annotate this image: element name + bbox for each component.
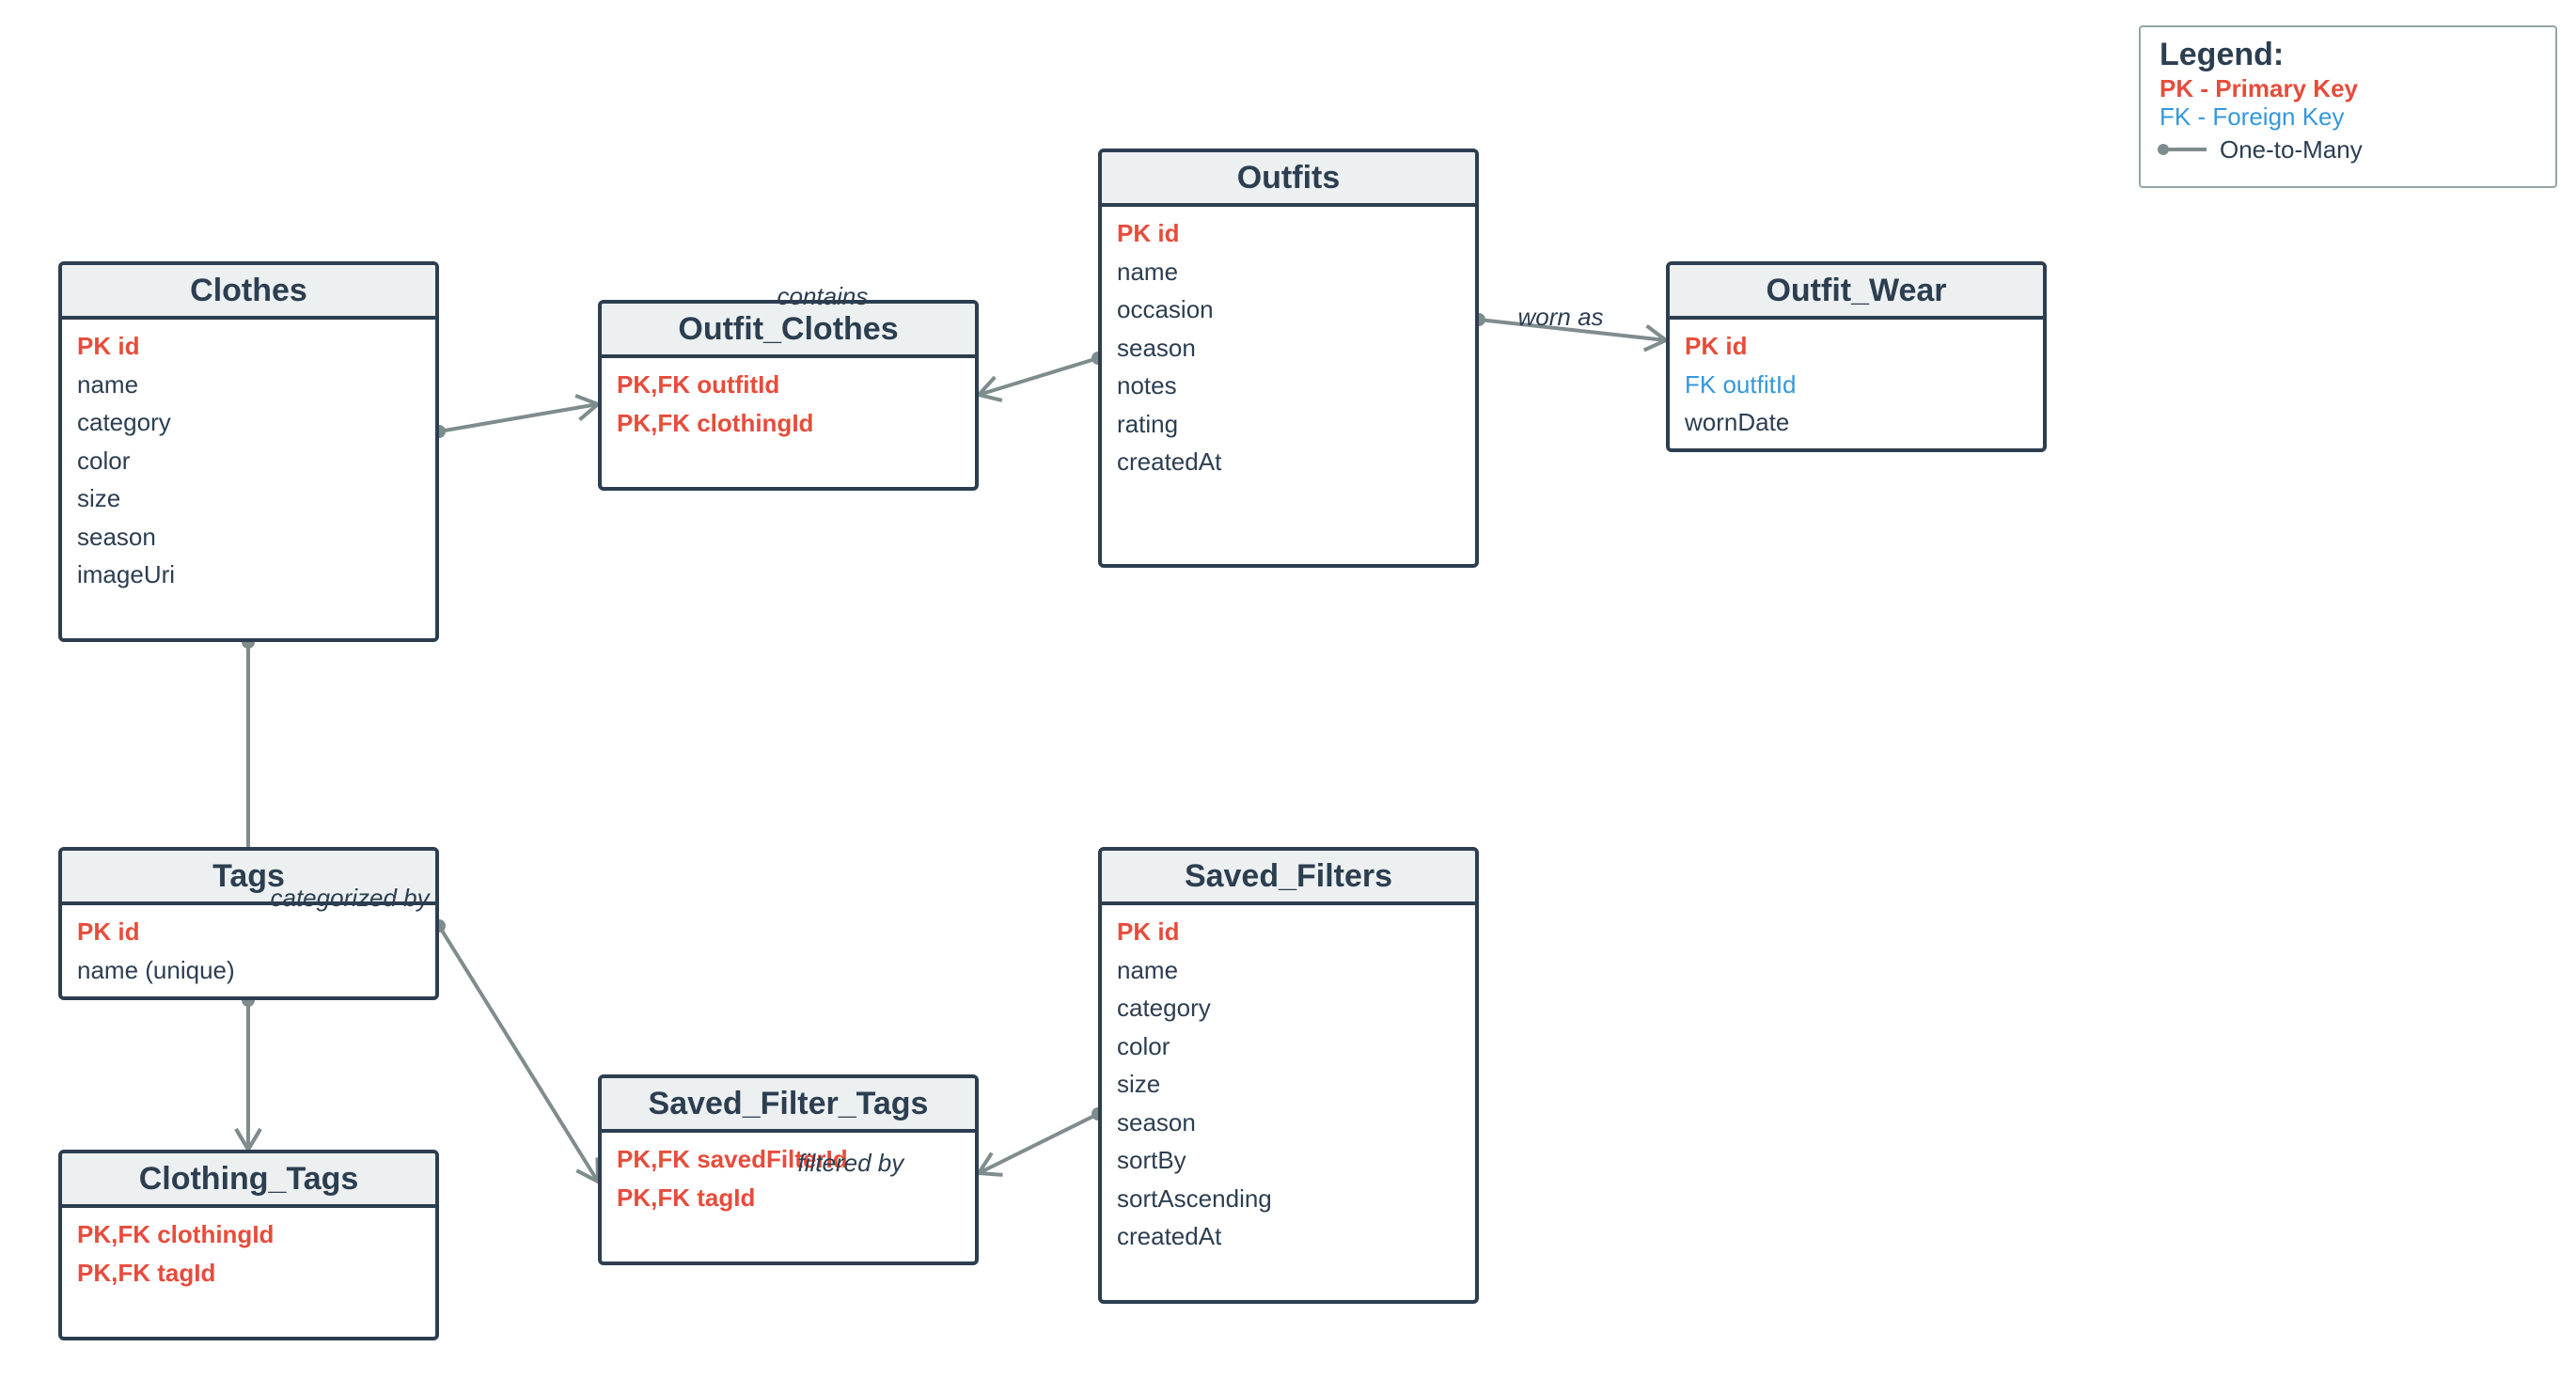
entity-outfits: Outfits PK id name occasion season notes ratin… bbox=[1098, 149, 1479, 568]
legend-relationship-label: One-to-Many bbox=[2220, 135, 2363, 164]
relationship-line bbox=[437, 924, 600, 1183]
field: category bbox=[1117, 994, 1211, 1022]
legend: Legend: PK - Primary Key FK - Foreign Ke… bbox=[2139, 25, 2557, 188]
primary-key-field: PK id bbox=[1685, 332, 1748, 360]
entity-title: Saved_Filters bbox=[1102, 851, 1475, 905]
primary-key-field: PK id bbox=[77, 332, 140, 360]
field: color bbox=[77, 446, 131, 475]
field: sortAscending bbox=[1117, 1183, 1272, 1213]
relationship-tags-saved-filter-tags bbox=[432, 919, 601, 1185]
field-list: PK id name occasion season notes rating create… bbox=[1102, 207, 1475, 481]
entity-title: Clothing_Tags bbox=[62, 1153, 435, 1208]
field: season bbox=[1117, 1107, 1196, 1136]
field: size bbox=[77, 484, 121, 512]
field: wornDate bbox=[1685, 408, 1790, 436]
primary-key-field: PK,FK clothingId bbox=[617, 408, 814, 437]
primary-key-field: PK,FK savedFilterId bbox=[617, 1145, 848, 1173]
entity-title: Outfits bbox=[1102, 152, 1475, 207]
foreign-key-field: FK outfitId bbox=[1685, 369, 1797, 399]
field-list: PK id FK outfitId wornDate bbox=[1670, 320, 2043, 442]
field: imageUri bbox=[77, 560, 176, 588]
field: occasion bbox=[1117, 295, 1214, 323]
field: category bbox=[77, 408, 171, 436]
primary-key-field: PK,FK tagId bbox=[617, 1183, 756, 1212]
relationship-line bbox=[978, 356, 1099, 397]
field: season bbox=[77, 522, 156, 551]
field: name (unique) bbox=[77, 955, 235, 984]
field: createdAt bbox=[1117, 1222, 1222, 1250]
primary-key-field: PK,FK clothingId bbox=[77, 1220, 275, 1248]
crows-foot-marker bbox=[975, 1152, 1003, 1177]
primary-key-field: PK id bbox=[77, 917, 140, 946]
field-list: PK id name category color size season imageUri bbox=[62, 320, 435, 594]
field: sortBy bbox=[1117, 1146, 1186, 1174]
relationship-label: categorized by bbox=[270, 884, 430, 912]
entity-title: Saved_Filter_Tags bbox=[602, 1078, 975, 1133]
legend-title: Legend: bbox=[2160, 37, 2285, 72]
field: name bbox=[1117, 257, 1179, 286]
field: rating bbox=[1117, 409, 1179, 438]
relationship-line bbox=[438, 402, 599, 433]
entity-title: Outfit_Wear bbox=[1670, 265, 2043, 320]
one-to-many-line-icon bbox=[2158, 144, 2207, 155]
relationship-saved-filters-saved-filter-tags bbox=[975, 1107, 1105, 1177]
relationship-outfits-outfit-clothes bbox=[975, 352, 1105, 402]
entity-title: Clothes bbox=[62, 265, 435, 320]
relationship-clothes-outfit-clothes bbox=[432, 394, 602, 438]
primary-key-field: PK,FK tagId bbox=[77, 1258, 216, 1287]
entity-outfit-wear: Outfit_Wear PK id FK outfitId wornDate bbox=[1666, 261, 2047, 452]
entity-title: Tags bbox=[62, 851, 435, 905]
field: createdAt bbox=[1117, 447, 1222, 476]
entity-title: Outfit_Clothes bbox=[602, 304, 975, 358]
field: season bbox=[1117, 333, 1196, 362]
relationship-label: filtered by bbox=[797, 1149, 904, 1177]
relationship-line bbox=[978, 1112, 1099, 1175]
relationship-line bbox=[1478, 318, 1667, 342]
relationship-label: contains bbox=[777, 282, 869, 310]
legend-pk-entry: PK - Primary Key bbox=[2160, 74, 2358, 102]
entity-clothes: Clothes PK id name category color size season i… bbox=[58, 261, 439, 642]
field: name bbox=[1117, 955, 1179, 984]
relationship-tags-clothing-tags bbox=[234, 994, 262, 1153]
legend-fk-entry: FK - Foreign Key bbox=[2160, 102, 2345, 131]
primary-key-field: PK id bbox=[1117, 219, 1180, 247]
legend-relationship-entry: One-to-Many bbox=[2158, 131, 2555, 168]
crows-foot-marker bbox=[975, 375, 1003, 402]
field: name bbox=[77, 369, 139, 399]
entity-saved-filters: Saved_Filters PK id name category color size s… bbox=[1098, 847, 1479, 1304]
entity-tags: Tags PK id name (unique) bbox=[58, 847, 439, 1000]
primary-key-field: PK,FK outfitId bbox=[617, 370, 780, 399]
relationship-label: worn as bbox=[1517, 303, 1604, 331]
field: color bbox=[1117, 1031, 1170, 1060]
field: size bbox=[1117, 1070, 1161, 1098]
primary-key-field: PK id bbox=[1117, 917, 1180, 946]
field-list: PK id name (unique) bbox=[62, 905, 435, 989]
field-list: PK id name category color size season sortBy so… bbox=[1102, 905, 1475, 1256]
field: notes bbox=[1117, 371, 1177, 400]
